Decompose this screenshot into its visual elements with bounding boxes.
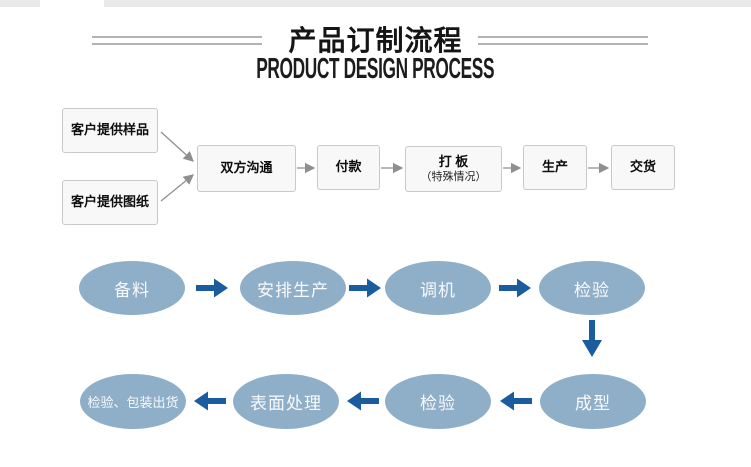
- connector-arrow-icon: [160, 131, 194, 162]
- page-subtitle-text: PRODUCT DESIGN PROCESS: [256, 53, 495, 85]
- flow-box-label: 打 板: [438, 153, 469, 169]
- flow-box-customer-sample: 客户提供样品: [62, 108, 158, 153]
- process-ellipse-arrange-production: 安排生产: [240, 261, 346, 315]
- process-ellipse-inspection-2: 检验: [385, 374, 491, 429]
- process-ellipse-inspection-1: 检验: [539, 261, 645, 315]
- process-label: 成型: [575, 394, 611, 413]
- title-divider-right: [478, 36, 648, 45]
- process-label: 备料: [114, 280, 150, 300]
- flow-box-payment: 付款: [317, 145, 380, 190]
- flow-box-communication: 双方沟通: [197, 145, 296, 192]
- flow-box-delivery: 交货: [611, 145, 675, 190]
- flow-box-label: 双方沟通: [220, 160, 273, 176]
- flow-box-note: （特殊情况）: [420, 170, 487, 183]
- flow-box-label: 客户提供样品: [70, 122, 149, 138]
- process-ellipse-final-inspection-packing: 检验、包装出货: [80, 374, 186, 429]
- process-label: 检验、包装出货: [87, 395, 179, 410]
- process-ellipse-surface-treatment: 表面处理: [233, 374, 339, 429]
- arrow-down-icon: [580, 320, 604, 358]
- top-strip-notch: [40, 0, 104, 7]
- process-label: 检验: [420, 394, 456, 413]
- flow-box-customer-drawing: 客户提供图纸: [62, 180, 158, 225]
- arrow-right-icon: [499, 276, 532, 300]
- process-ellipse-forming: 成型: [540, 374, 646, 429]
- arrow-right-icon: [349, 276, 382, 300]
- page-title: 产品订制流程: [288, 25, 463, 56]
- arrow-left-icon: [346, 389, 379, 413]
- arrow-right-icon: [196, 276, 229, 300]
- title-divider-left: [92, 36, 262, 45]
- connector-arrow-icon: [160, 174, 195, 202]
- arrow-left-icon: [499, 389, 532, 413]
- flow-box-label: 付款: [335, 159, 362, 175]
- process-label: 表面处理: [250, 394, 322, 413]
- flow-box-label: 交货: [629, 159, 656, 175]
- process-ellipse-machine-setup: 调机: [385, 261, 491, 315]
- process-label: 检验: [574, 280, 610, 300]
- flow-box-production: 生产: [523, 145, 587, 190]
- process-ellipse-materials: 备料: [79, 261, 185, 315]
- page-subtitle: PRODUCT DESIGN PROCESS: [0, 53, 751, 85]
- process-label: 调机: [420, 280, 456, 300]
- process-label: 安排生产: [257, 280, 329, 300]
- arrow-left-icon: [193, 389, 226, 413]
- top-strip: [0, 0, 751, 7]
- flow-box-label: 生产: [541, 159, 568, 175]
- flow-box-proofing: 打 板 （特殊情况）: [405, 146, 502, 192]
- flow-box-label: 客户提供图纸: [70, 194, 149, 210]
